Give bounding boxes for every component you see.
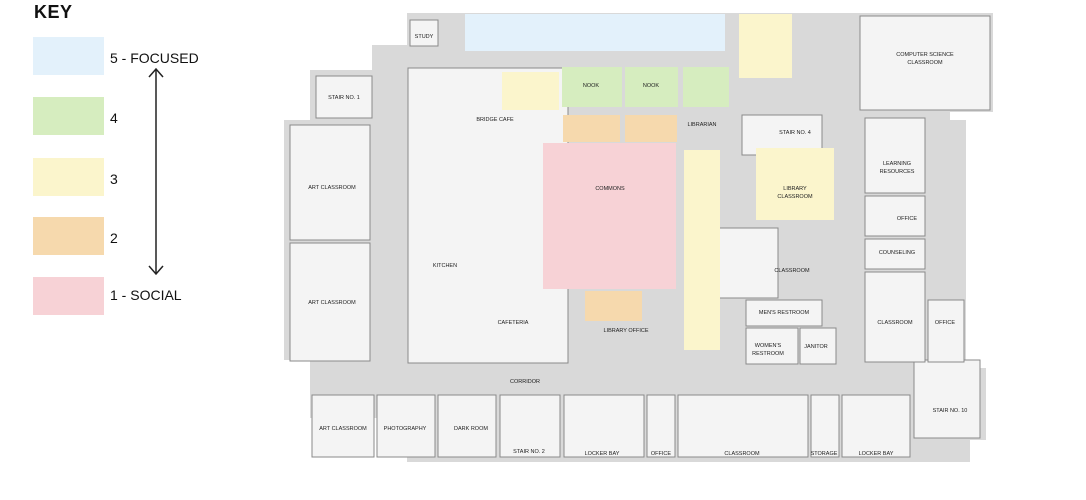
label-womens-restroom-1: WOMEN'S — [755, 343, 782, 349]
zone-overlays — [465, 14, 834, 350]
label-locker-bay-2: LOCKER BAY — [859, 451, 894, 457]
label-office-1: OFFICE — [897, 216, 917, 222]
label-art-classroom-1: ART CLASSROOM — [308, 185, 356, 191]
swatch-focused — [33, 37, 104, 75]
label-library-office: LIBRARY OFFICE — [603, 328, 648, 334]
room-interiors — [289, 15, 991, 458]
label-learning-resources-2: RESOURCES — [880, 169, 915, 175]
label-janitor: JANITOR — [804, 344, 827, 350]
key-label-level-3: 3 — [110, 171, 118, 187]
label-classroom-2: CLASSROOM — [877, 320, 913, 326]
label-art-classroom-2: ART CLASSROOM — [308, 300, 356, 306]
label-office-3: OFFICE — [651, 451, 671, 457]
label-commons: COMMONS — [595, 186, 625, 192]
label-photography: PHOTOGRAPHY — [384, 426, 427, 432]
label-corridor: CORRIDOR — [510, 379, 540, 385]
label-storage: STORAGE — [811, 451, 838, 457]
key-label-social: 1 - SOCIAL — [110, 287, 182, 303]
label-learning-resources-1: LEARNING — [883, 161, 911, 167]
label-nook-2: NOOK — [643, 83, 660, 89]
label-classroom-3: CLASSROOM — [724, 451, 760, 457]
label-cafeteria: CAFETERIA — [498, 320, 529, 326]
label-art-classroom-3: ART CLASSROOM — [319, 426, 367, 432]
swatch-level-4 — [33, 97, 104, 135]
label-classroom-1: CLASSROOM — [774, 268, 810, 274]
label-stair-10: STAIR NO. 10 — [933, 408, 968, 414]
label-library-classroom-2: CLASSROOM — [777, 194, 813, 200]
label-kitchen: KITCHEN — [433, 263, 457, 269]
label-library-classroom-1: LIBRARY — [783, 186, 807, 192]
swatch-level-2 — [33, 217, 104, 255]
label-computer-science-1: COMPUTER SCIENCE — [896, 52, 954, 58]
swatch-level-3 — [33, 158, 104, 196]
label-librarian: LIBRARIAN — [687, 122, 716, 128]
key-label-level-2: 2 — [110, 230, 118, 246]
label-computer-science-2: CLASSROOM — [907, 60, 943, 66]
room-labels: STUDY STAIR NO. 1 BRIDGE CAFE NOOK NOOK … — [308, 34, 967, 457]
key-title: KEY — [34, 2, 73, 22]
swatch-social — [33, 277, 104, 315]
label-office-2: OFFICE — [935, 320, 955, 326]
label-locker-bay-1: LOCKER BAY — [585, 451, 620, 457]
floor-plan: STUDY STAIR NO. 1 BRIDGE CAFE NOOK NOOK … — [284, 13, 993, 462]
label-stair-1: STAIR NO. 1 — [328, 95, 360, 101]
label-mens-restroom: MEN'S RESTROOM — [759, 310, 810, 316]
key-label-focused: 5 - FOCUSED — [110, 50, 199, 66]
label-counseling: COUNSELING — [879, 250, 915, 256]
label-nook-1: NOOK — [583, 83, 600, 89]
scale-arrow — [148, 67, 164, 276]
label-dark-room: DARK ROOM — [454, 426, 488, 432]
key-label-level-4: 4 — [110, 110, 118, 126]
label-womens-restroom-2: RESTROOM — [752, 351, 784, 357]
label-bridge-cafe: BRIDGE CAFE — [476, 117, 514, 123]
label-stair-4: STAIR NO. 4 — [779, 130, 811, 136]
label-stair-2: STAIR NO. 2 — [513, 449, 545, 455]
label-study: STUDY — [415, 34, 434, 40]
